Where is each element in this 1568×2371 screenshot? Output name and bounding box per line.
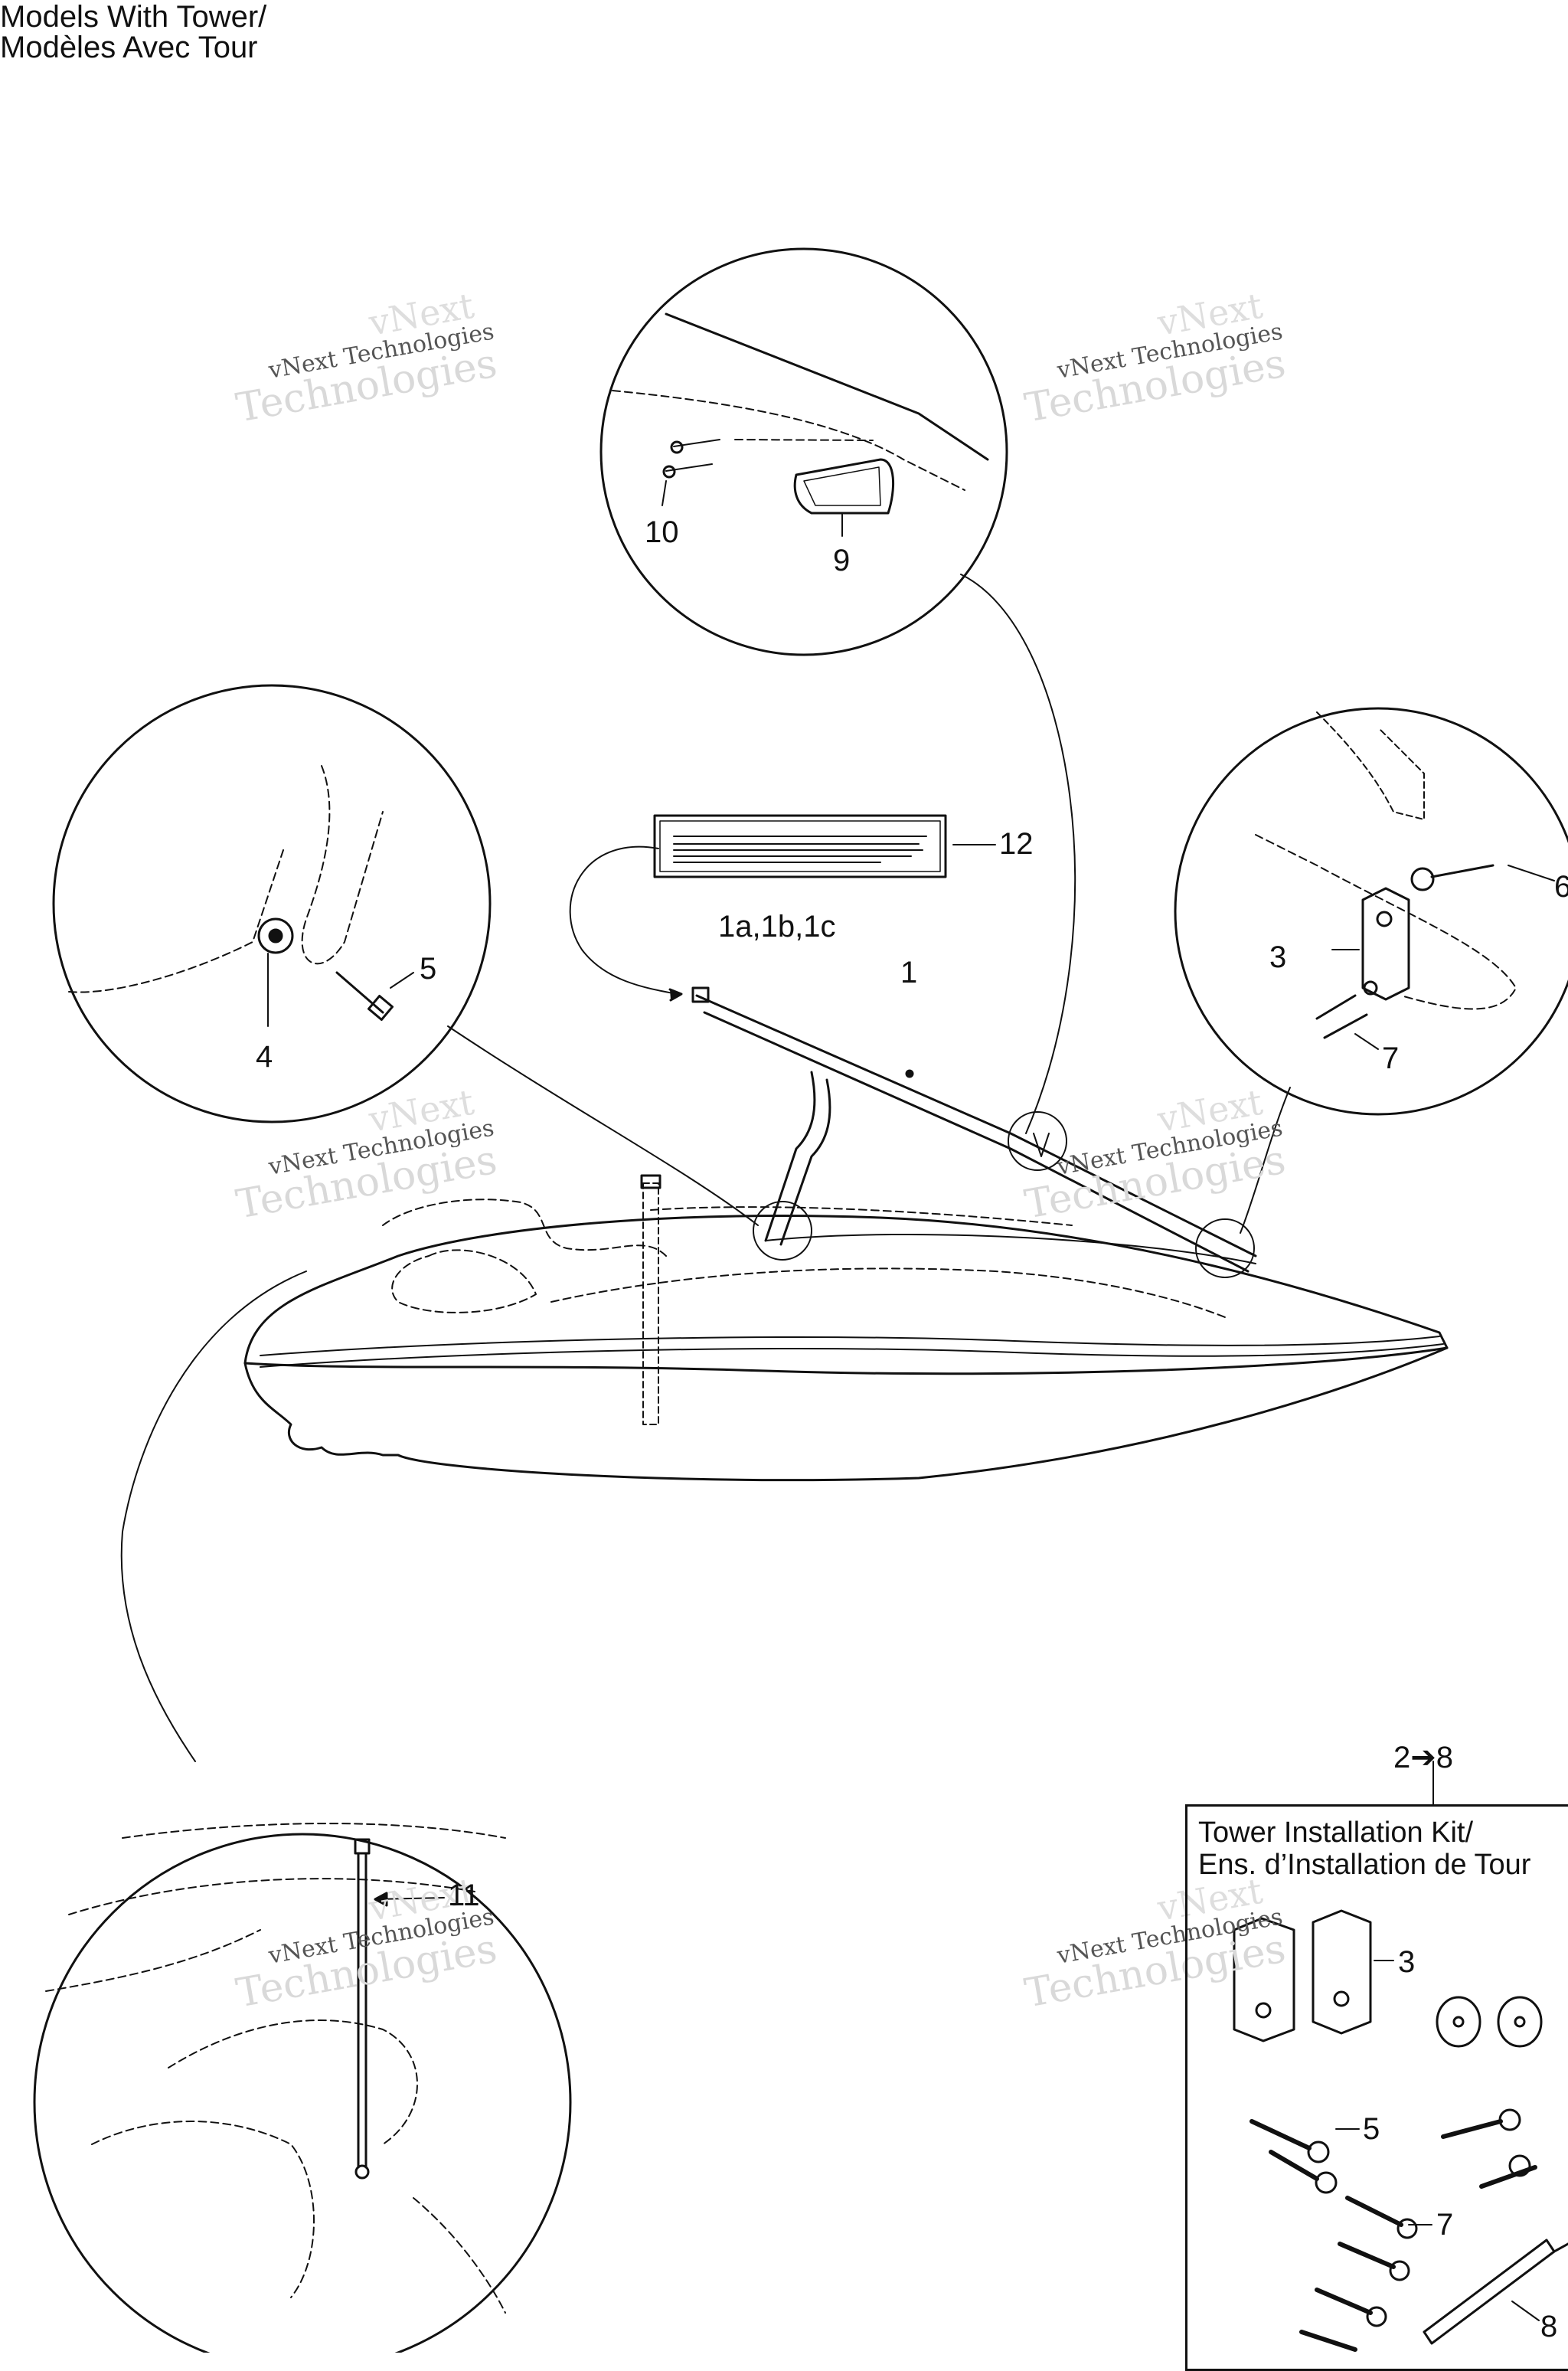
detail-washer — [52, 684, 759, 1226]
boat-hull — [243, 1174, 1449, 1482]
warning-sticker — [569, 814, 996, 1002]
kit-callout-allen-key: 8 — [1540, 2310, 1558, 2343]
wakeboard-tower — [691, 986, 1257, 1278]
callout-screw-5: 5 — [420, 952, 437, 986]
kit-title-en: Tower Installation Kit/ — [1198, 1817, 1474, 1849]
callout-rod: 11 — [448, 1879, 480, 1912]
callout-kit-range: 2➔8 — [1393, 1741, 1454, 1774]
callout-tower-variants: 1a,1b,1c — [718, 910, 836, 943]
callout-bracket: 3 — [1269, 940, 1287, 974]
kit-callout-screw-7: 7 — [1436, 2208, 1454, 2242]
kit-parts — [1233, 1761, 1568, 2352]
diagram-title-en: Models With Tower/ — [0, 0, 267, 34]
kit-callout-bracket: 3 — [1398, 1945, 1416, 1979]
callout-screw-6: 6 — [1554, 870, 1568, 904]
diagram-title-fr: Modèles Avec Tour — [0, 31, 258, 64]
callout-tower: 1 — [900, 956, 918, 989]
kit-callout-screw-5: 5 — [1363, 2112, 1380, 2146]
kit-title-fr: Ens. d’Installation de Tour — [1198, 1849, 1531, 1881]
callout-mirror-screw: 10 — [645, 515, 679, 549]
callout-warning-label: 12 — [999, 827, 1034, 861]
detail-bracket — [1174, 707, 1568, 1234]
detail-rod — [33, 1271, 572, 2353]
tower-installation-kit-box — [1185, 1804, 1568, 2371]
callout-mirror: 9 — [833, 544, 851, 577]
callout-screw-7: 7 — [1382, 1042, 1400, 1075]
detail-mirror — [599, 247, 1076, 1134]
callout-washer: 4 — [256, 1040, 273, 1074]
